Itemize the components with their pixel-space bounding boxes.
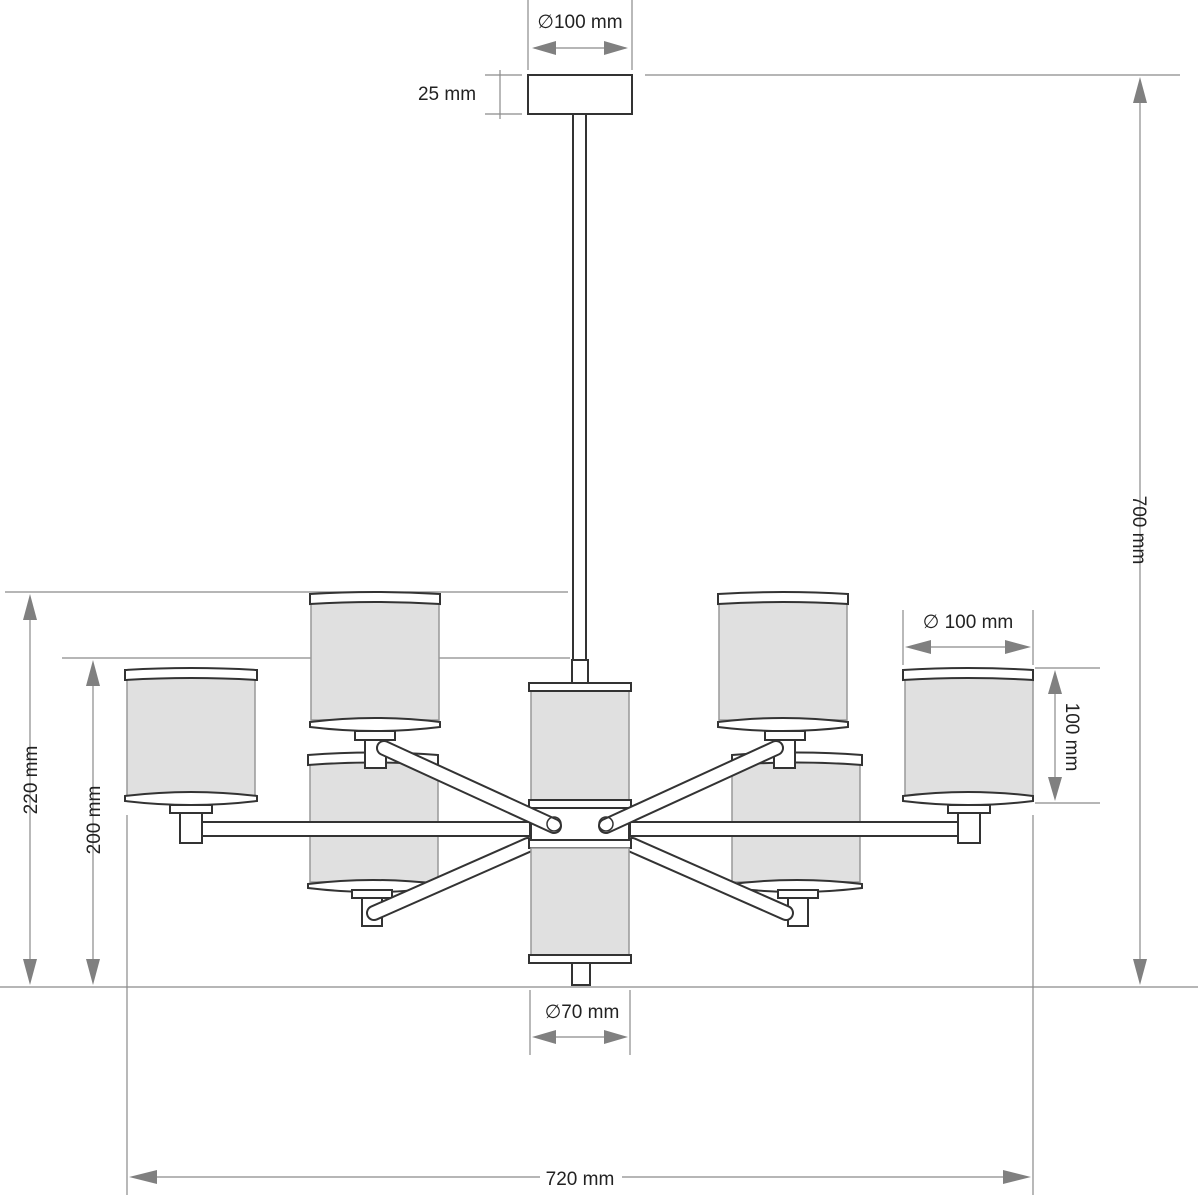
dimension-arrows xyxy=(23,41,1147,1184)
shade-far-right xyxy=(902,667,1034,844)
canopy-height-label: 25 mm xyxy=(418,84,476,105)
shade-height-label: 100 mm xyxy=(1061,703,1082,772)
shade-back-right-upper xyxy=(717,591,849,769)
suspension-rod xyxy=(572,113,587,661)
upper-arms xyxy=(376,740,784,834)
shade-diameter-label: ∅ 100 mm xyxy=(923,612,1013,633)
canopy-diameter-label: ∅100 mm xyxy=(537,12,622,33)
ceiling-canopy xyxy=(527,74,633,115)
center-diameter-label: ∅70 mm xyxy=(545,1002,620,1023)
total-height-label: 700 mm xyxy=(1128,496,1149,565)
lower-height-label: 200 mm xyxy=(84,786,105,855)
center-column xyxy=(528,682,632,986)
upper-height-label: 220 mm xyxy=(21,746,42,815)
total-width-label: 720 mm xyxy=(546,1169,615,1190)
shade-far-left xyxy=(124,667,258,844)
rod-collar xyxy=(571,659,589,684)
shade-back-left-upper xyxy=(309,591,441,769)
